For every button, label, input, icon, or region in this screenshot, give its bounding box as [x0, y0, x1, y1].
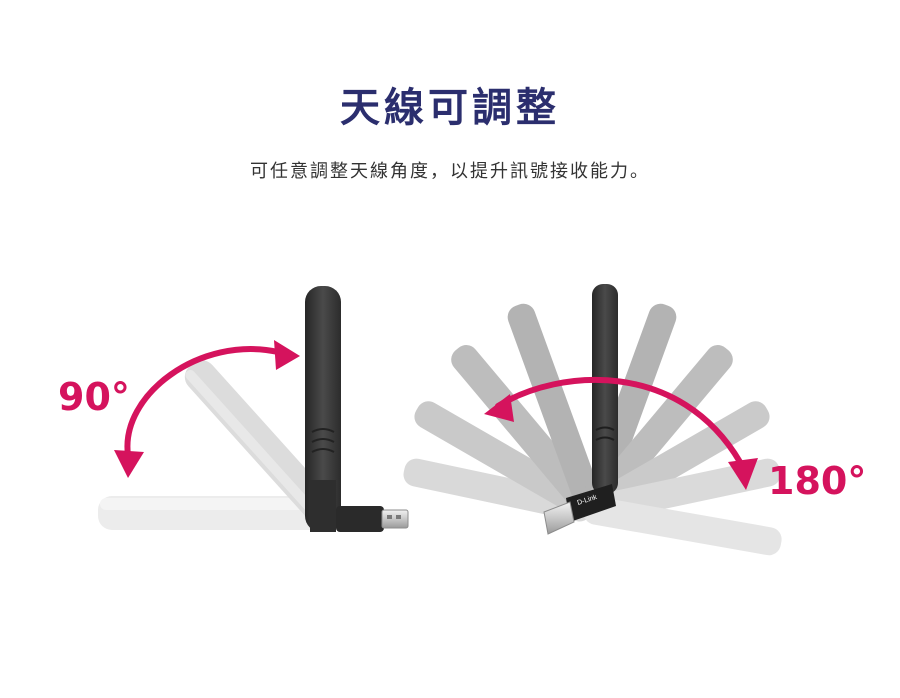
left-angle-label: 90°	[58, 375, 130, 419]
page-subtitle: 可任意調整天線角度，以提升訊號接收能力。	[250, 161, 650, 182]
right-angle-label: 180°	[768, 459, 866, 503]
right-rotation-arrow	[484, 376, 758, 490]
right-usb-dongle: D-Link	[543, 484, 616, 535]
right-ghost-antenna-fan	[403, 303, 782, 556]
left-usb-connector	[336, 506, 409, 532]
page-title: 天線可調整	[340, 85, 560, 131]
left-dark-antenna	[305, 286, 341, 532]
left-rotation-arrow	[114, 340, 300, 478]
right-dark-antenna	[592, 284, 618, 494]
right-antenna-figure: D-Link	[403, 284, 782, 556]
left-ghost-antenna-horizontal	[98, 496, 330, 530]
left-antenna-figure	[98, 286, 409, 532]
left-ghost-antenna-diagonal	[184, 360, 339, 528]
